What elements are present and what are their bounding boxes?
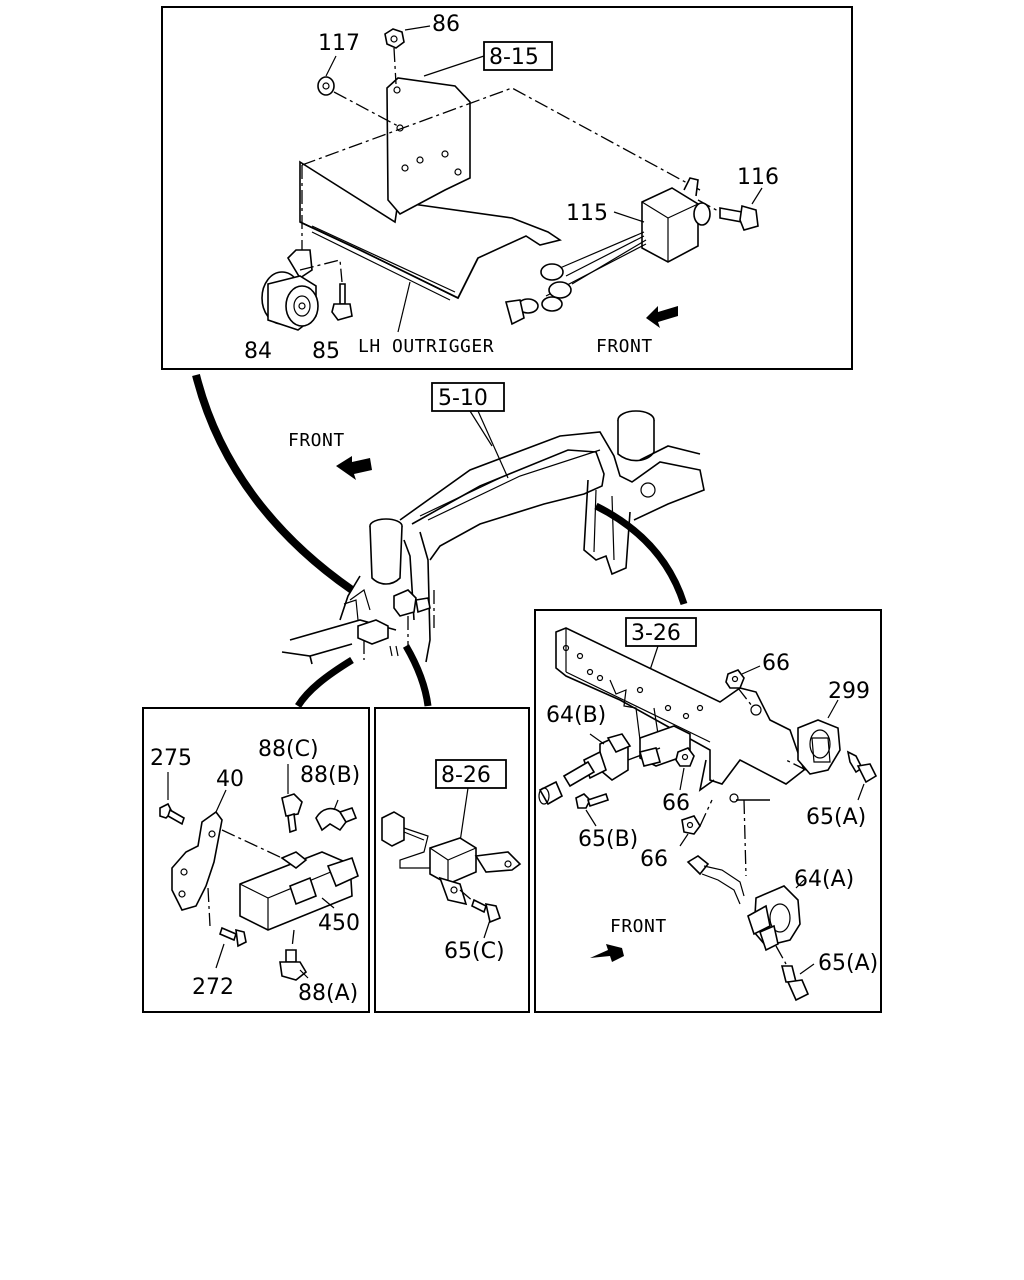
right-panel-frame xyxy=(534,609,882,1013)
washer-117 xyxy=(317,76,335,96)
front-caption-right: FRONT xyxy=(610,916,667,937)
ref-box-5-10-label: 5-10 xyxy=(438,386,488,411)
bolt-65-a-upper xyxy=(846,750,878,784)
valve-450 xyxy=(239,851,359,931)
nut-86 xyxy=(384,28,405,49)
front-caption-middle: FRONT xyxy=(288,430,345,451)
fitting-88-c xyxy=(281,793,303,834)
ref-box-5-10 xyxy=(431,382,505,412)
bracket-8-15 xyxy=(386,77,471,216)
ref-box-3-26-label: 3-26 xyxy=(631,621,681,646)
center-panel: 8-26 65(C) xyxy=(374,707,530,1013)
callout-66-lower: 66 xyxy=(640,847,668,872)
bolt-65-a-lower xyxy=(780,965,810,1002)
bolt-272 xyxy=(219,926,247,948)
callout-450: 450 xyxy=(318,911,360,936)
ref-box-8-15-label: 8-15 xyxy=(489,45,539,70)
nut-66-top xyxy=(725,669,745,689)
front-arrow-top xyxy=(646,306,678,328)
front-arrow-middle xyxy=(336,456,372,480)
callout-272: 272 xyxy=(192,975,234,1000)
ref-box-8-15 xyxy=(483,41,553,71)
callout-299: 299 xyxy=(828,679,870,704)
top-panel-frame xyxy=(161,6,853,370)
center-panel-frame xyxy=(374,707,530,1013)
part-84 xyxy=(261,249,319,331)
bolt-65-c xyxy=(471,898,501,924)
bolt-116 xyxy=(719,204,759,231)
bolt-65-b xyxy=(575,792,610,809)
switch-299 xyxy=(797,719,841,775)
callout-117: 117 xyxy=(318,31,360,56)
callout-88-c: 88(C) xyxy=(258,737,319,762)
callout-64-a: 64(A) xyxy=(794,867,854,892)
callout-66-middle: 66 xyxy=(662,791,690,816)
callout-66-top: 66 xyxy=(762,651,790,676)
callout-115: 115 xyxy=(566,201,608,226)
bolt-85 xyxy=(331,283,353,321)
callout-64-b: 64(B) xyxy=(546,703,606,728)
callout-40: 40 xyxy=(216,767,244,792)
callout-65-a-upper: 65(A) xyxy=(806,805,866,830)
callout-116: 116 xyxy=(737,165,779,190)
bolt-275 xyxy=(159,802,185,826)
front-caption-top: FRONT xyxy=(596,336,653,357)
front-arrow-right xyxy=(590,944,624,962)
switch-64-b xyxy=(538,733,632,806)
callout-84: 84 xyxy=(244,339,272,364)
top-panel: 86 117 8-15 116 115 84 85 LH OUTRIGGER F… xyxy=(161,6,853,370)
callout-275: 275 xyxy=(150,746,192,771)
callout-88-a: 88(A) xyxy=(298,981,358,1006)
switch-64-a xyxy=(686,855,801,952)
left-panel: 275 40 88(C) 88(B) 450 272 88(A) xyxy=(142,707,370,1013)
connector-115 xyxy=(504,177,711,326)
lh-outrigger-caption: LH OUTRIGGER xyxy=(358,336,494,357)
callout-88-b: 88(B) xyxy=(300,763,360,788)
callout-86: 86 xyxy=(432,12,460,37)
ref-box-3-26 xyxy=(625,617,697,647)
callout-65-a-lower: 65(A) xyxy=(818,951,878,976)
callout-65-b: 65(B) xyxy=(578,827,638,852)
middle-assembly: 5-10 FRONT xyxy=(281,382,705,665)
connector-curves xyxy=(192,374,688,708)
left-panel-frame xyxy=(142,707,370,1013)
right-panel: 3-26 xyxy=(534,609,882,1013)
fitting-88-a xyxy=(279,949,308,981)
callout-65-c: 65(C) xyxy=(444,939,505,964)
fitting-88-b xyxy=(315,807,358,832)
callout-85: 85 xyxy=(312,339,340,364)
nut-66-middle xyxy=(675,747,695,767)
ref-box-8-26 xyxy=(435,759,507,789)
ref-box-8-26-label: 8-26 xyxy=(441,763,491,788)
nut-66-lower xyxy=(681,815,701,835)
sensor-8-26 xyxy=(381,811,522,906)
bracket-40 xyxy=(171,810,223,911)
